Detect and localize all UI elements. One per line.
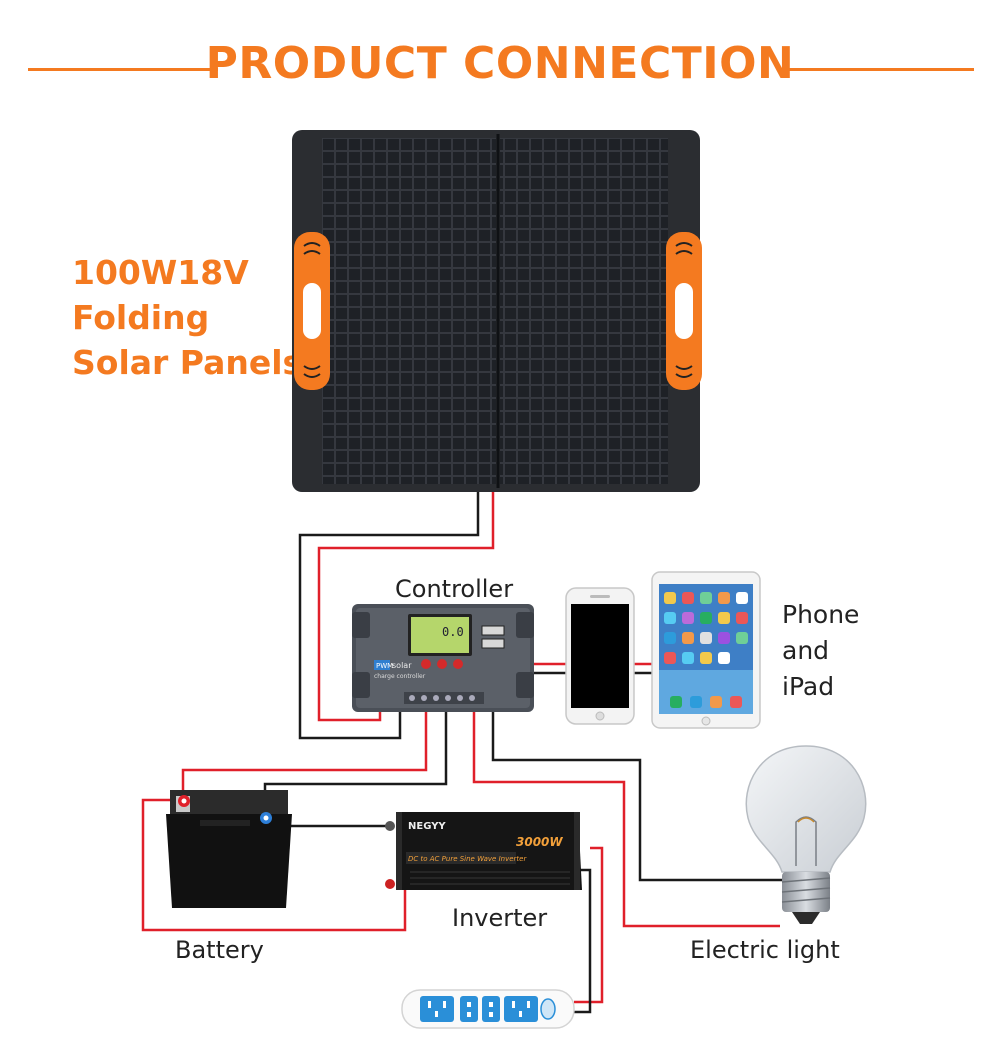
phone-ipad-label-line-3: iPad bbox=[782, 672, 835, 701]
page-title: PRODUCT CONNECTION bbox=[205, 38, 795, 89]
phone-ipad-label-line-1: Phone bbox=[782, 600, 860, 629]
phone-icon bbox=[565, 587, 635, 725]
phone-ipad-label: Phone and iPad bbox=[782, 597, 859, 705]
wire-light-red bbox=[472, 712, 780, 928]
panel-label-line-3: Solar Panels bbox=[72, 343, 303, 382]
title-rule-left bbox=[28, 68, 218, 71]
tablet-app-grid bbox=[664, 592, 748, 708]
wire-battery-loop-red bbox=[141, 798, 407, 932]
wire-strip-red bbox=[574, 846, 604, 1004]
inverter-icon: NEGYY 3000W DC to AC Pure Sine Wave Inve… bbox=[385, 812, 582, 890]
battery-icon bbox=[166, 790, 292, 908]
wire-panel-black bbox=[298, 492, 480, 740]
wires bbox=[141, 492, 790, 1014]
solar-panel-icon bbox=[292, 130, 702, 492]
panel-label: 100W18V Folding Solar Panels bbox=[72, 250, 302, 385]
controller-subtitle: charge controller bbox=[374, 673, 426, 680]
panel-label-line-1: 100W18V bbox=[72, 253, 249, 292]
phone-ipad-label-line-2: and bbox=[782, 636, 830, 665]
power-strip-icon bbox=[401, 989, 575, 1029]
light-bulb-icon bbox=[745, 745, 867, 924]
tablet-icon bbox=[651, 571, 761, 729]
controller-brand-box: PWM bbox=[376, 662, 393, 670]
wire-strip-black bbox=[574, 868, 592, 1014]
inverter-label: Inverter bbox=[452, 904, 548, 932]
inverter-band: DC to AC Pure Sine Wave Inverter bbox=[408, 855, 527, 863]
battery-label: Battery bbox=[175, 936, 264, 964]
controller-label: Controller bbox=[395, 575, 514, 603]
controller-brand: solar bbox=[392, 661, 412, 670]
inverter-brand: NEGYY bbox=[408, 821, 446, 832]
electric-light-label: Electric light bbox=[690, 936, 840, 964]
wire-battery-red bbox=[181, 712, 428, 798]
wire-panel-red bbox=[317, 492, 495, 722]
wire-battery-black bbox=[263, 712, 448, 814]
title-rule-right bbox=[784, 68, 974, 71]
wire-light-black bbox=[491, 712, 790, 882]
inverter-wattage: 3000W bbox=[516, 835, 563, 849]
lcd-readout: 0.0 bbox=[442, 625, 464, 639]
charge-controller-icon: 0.0 PWM solar charge controller bbox=[352, 604, 534, 712]
panel-label-line-2: Folding bbox=[72, 298, 210, 337]
